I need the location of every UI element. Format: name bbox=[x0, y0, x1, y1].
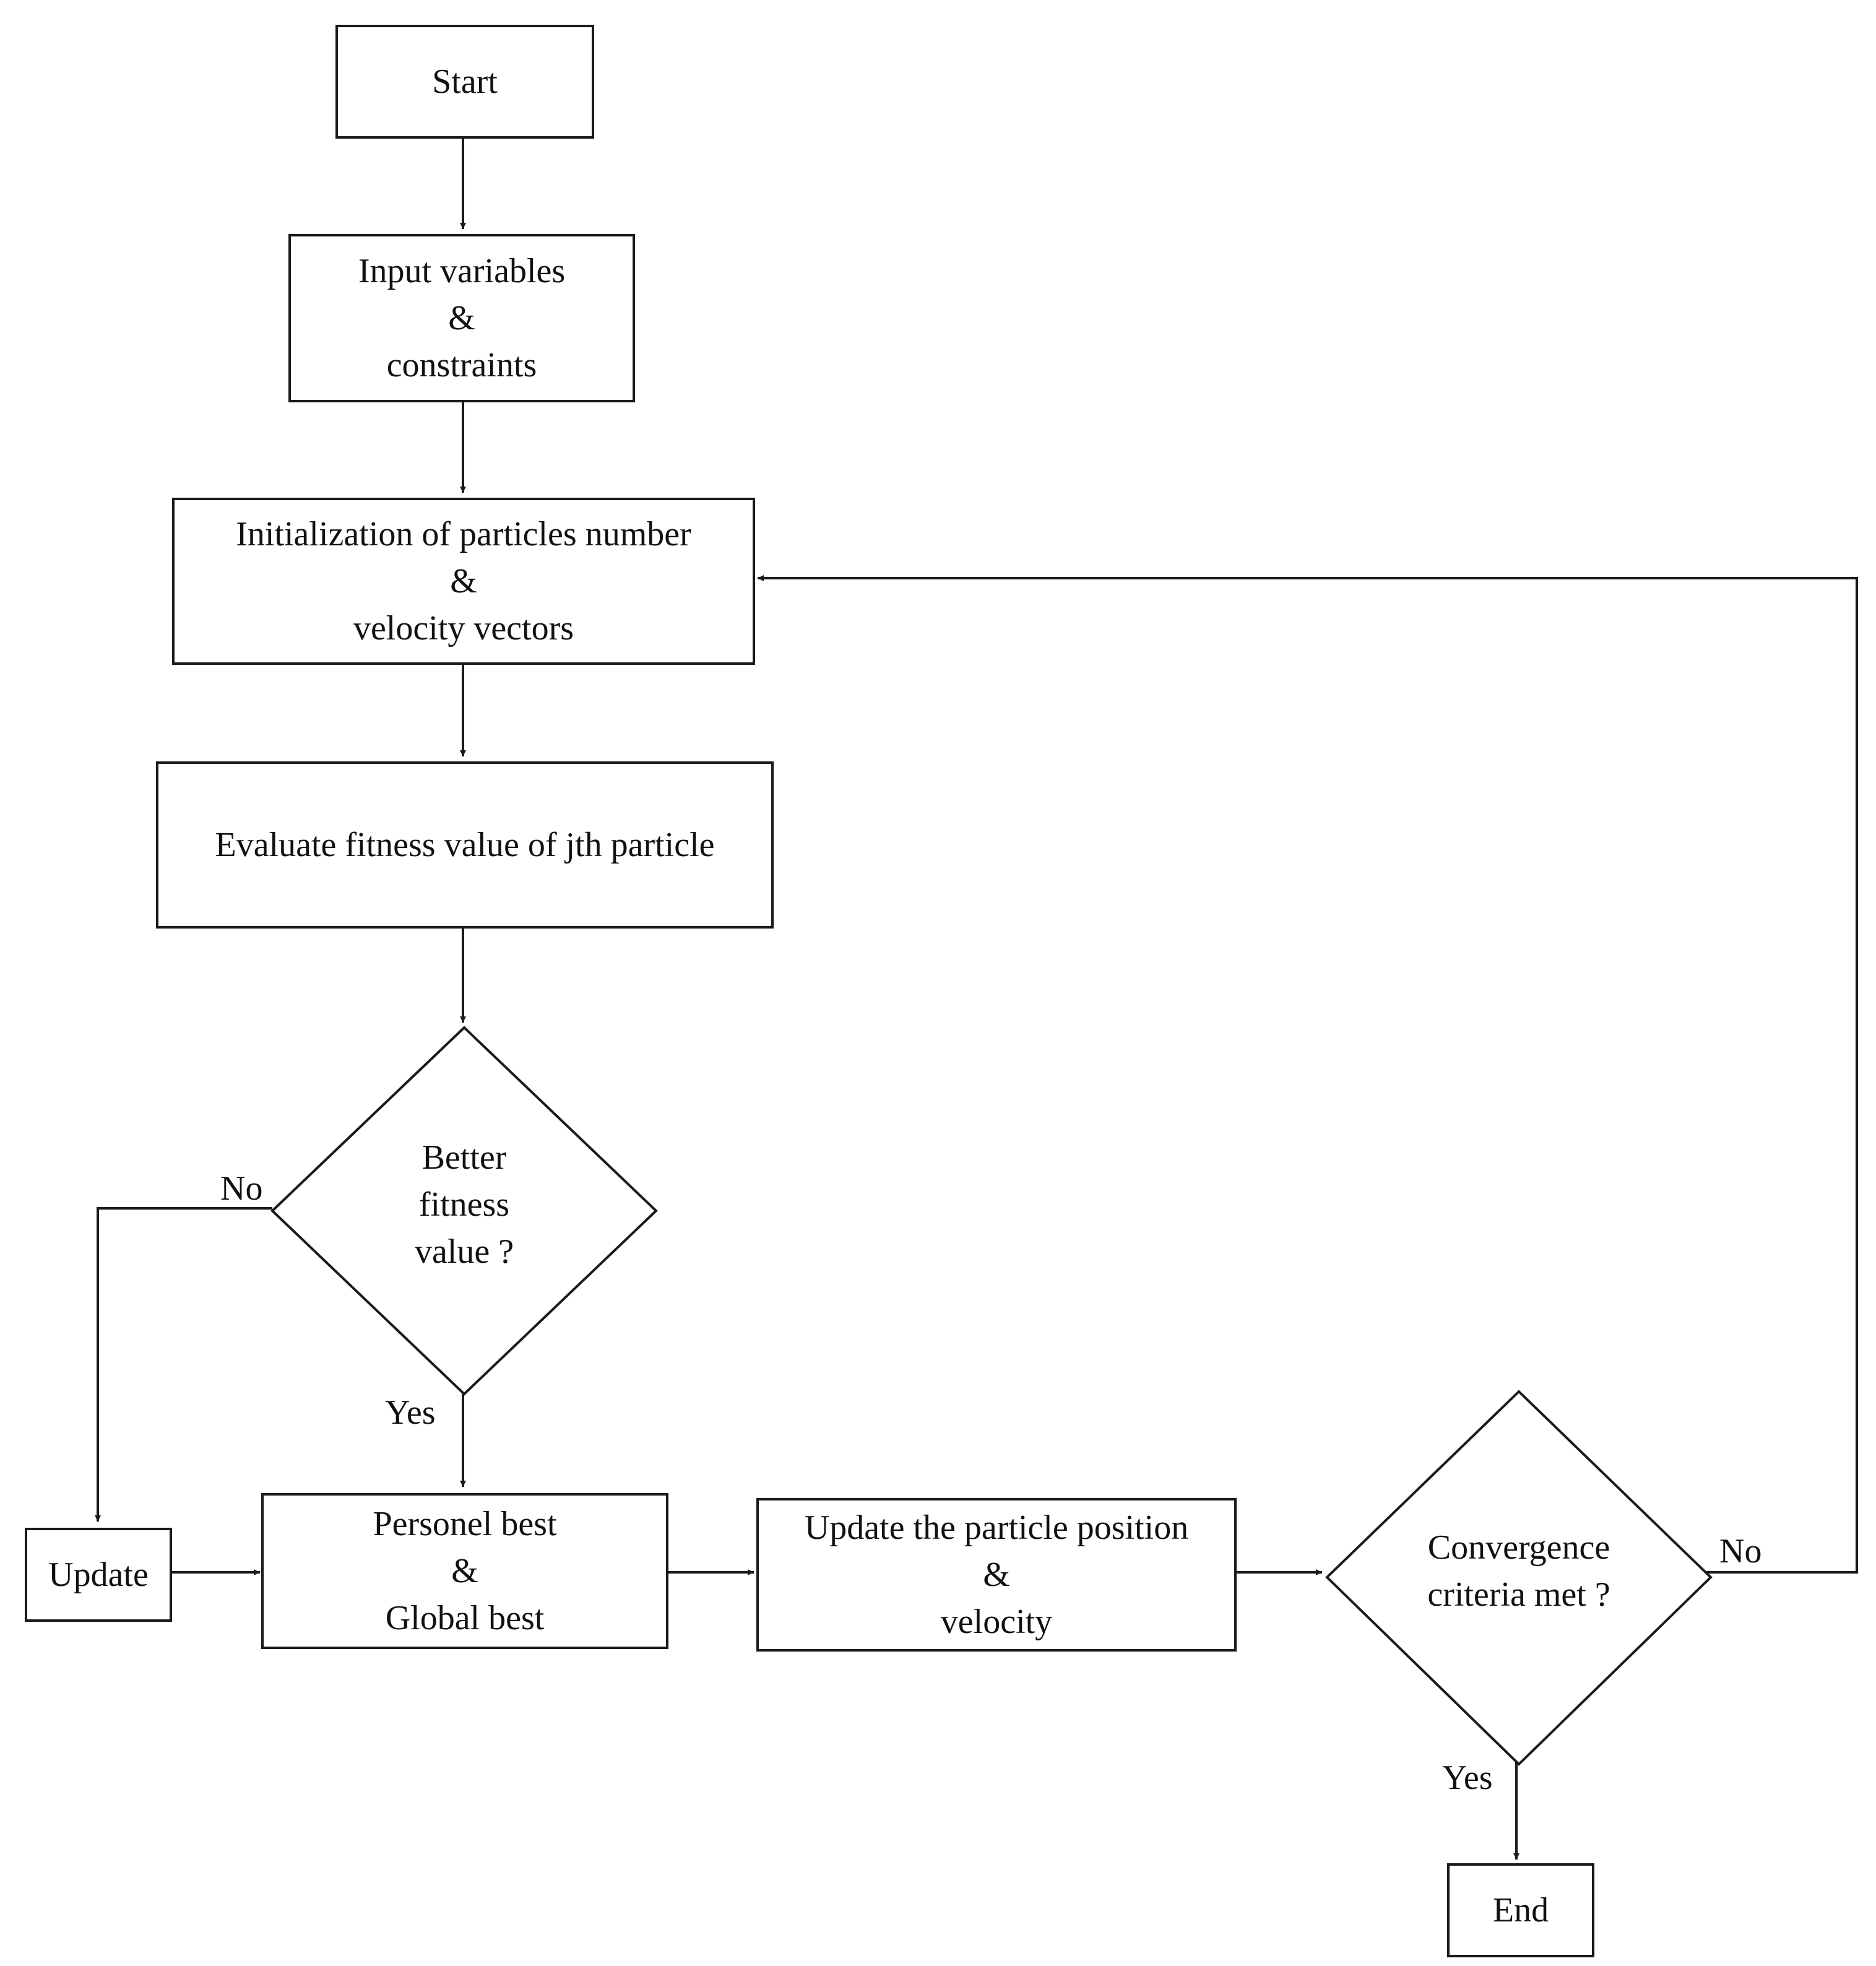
node-best-line: Global best bbox=[386, 1599, 545, 1637]
node-end-line: End bbox=[1493, 1891, 1549, 1929]
edge-converge-init bbox=[758, 575, 1858, 1574]
node-input-line: constraints bbox=[387, 346, 537, 384]
node-start: Start bbox=[335, 25, 594, 139]
edge-better-update bbox=[95, 1207, 272, 1522]
node-end: End bbox=[1447, 1863, 1594, 1957]
svg-text:Update: Update bbox=[48, 1556, 149, 1594]
label-converge-no: No bbox=[1719, 1532, 1761, 1570]
svg-text:End: End bbox=[1493, 1891, 1549, 1929]
label-better-no: No bbox=[220, 1169, 262, 1208]
svg-text:Start: Start bbox=[432, 63, 498, 101]
node-update-line: Update bbox=[48, 1556, 149, 1594]
node-input: Input variables & constraints bbox=[288, 234, 635, 402]
node-better-line: fitness bbox=[419, 1185, 509, 1224]
svg-text:Input variables&constraints: Input variables & constraints bbox=[358, 252, 565, 384]
node-init-line: Initialization of particles number bbox=[236, 515, 691, 553]
svg-text:Evaluate fitness value of jth: Evaluate fitness value of jth particle bbox=[215, 826, 714, 864]
node-better: Better fitness value ? bbox=[270, 1026, 658, 1396]
node-converge: Convergence criteria met ? bbox=[1325, 1390, 1713, 1766]
node-best: Personel best & Global best bbox=[261, 1493, 668, 1649]
svg-text:Initialization of particles nu: Initialization of particles number & veloc… bbox=[236, 515, 691, 647]
node-converge-line: Convergence bbox=[1428, 1528, 1610, 1567]
node-best-line: Personel best bbox=[373, 1505, 557, 1543]
node-init: Initialization of particles number & veloc… bbox=[172, 498, 755, 665]
node-evaluate-line: Evaluate fitness value of jth particle bbox=[215, 826, 714, 864]
node-position-line: Update the particle position bbox=[805, 1509, 1188, 1547]
node-update: Update bbox=[25, 1528, 172, 1622]
node-converge-line: criteria met ? bbox=[1427, 1575, 1610, 1614]
node-better-line: value ? bbox=[415, 1232, 514, 1271]
node-position-line: & bbox=[983, 1556, 1010, 1594]
node-better-line: Better bbox=[422, 1138, 507, 1177]
node-start-line: Start bbox=[432, 63, 498, 101]
node-position-line: velocity bbox=[941, 1603, 1052, 1641]
node-input-line: & bbox=[448, 299, 475, 337]
node-evaluate: Evaluate fitness value of jth particle bbox=[156, 761, 774, 929]
node-position: Update the particle position & velocity bbox=[756, 1498, 1237, 1652]
edges bbox=[95, 137, 1858, 1860]
node-init-line: velocity vectors bbox=[353, 609, 574, 647]
svg-text:Personel best&Global best: Personel best & Global best bbox=[373, 1505, 557, 1637]
node-input-line: Input variables bbox=[358, 252, 565, 290]
node-best-line: & bbox=[451, 1552, 478, 1590]
node-init-line: & bbox=[450, 562, 477, 600]
label-converge-yes: Yes bbox=[1442, 1759, 1492, 1797]
svg-text:Update the particle position&v: Update the particle position & velocity bbox=[805, 1509, 1188, 1641]
label-better-yes: Yes bbox=[385, 1393, 435, 1432]
